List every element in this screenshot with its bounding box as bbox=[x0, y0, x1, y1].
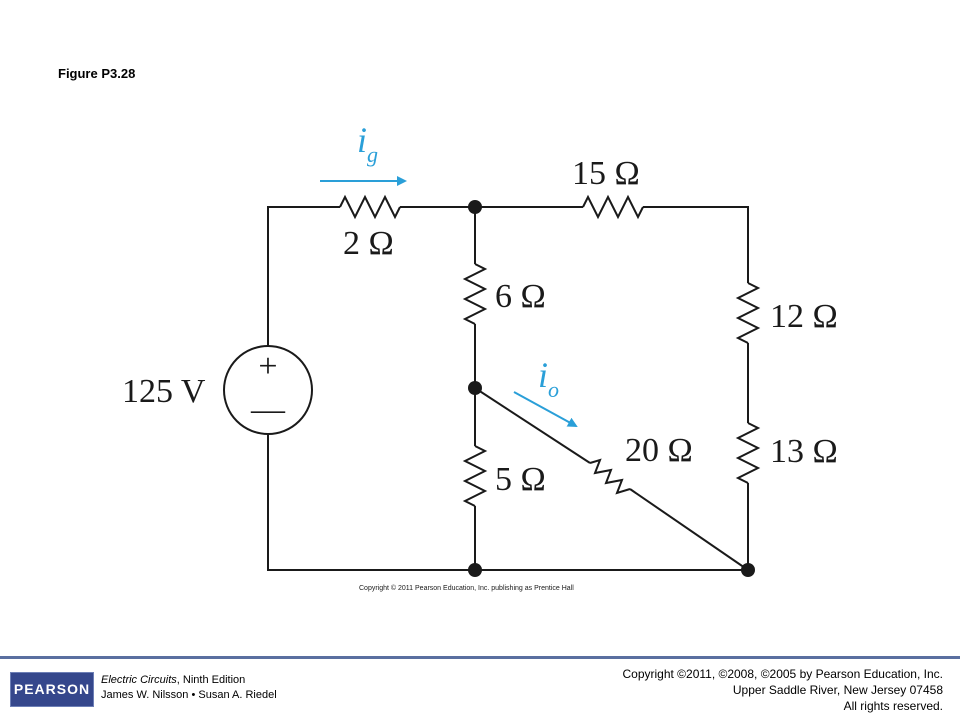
wire-diagonal-upper bbox=[474, 387, 591, 464]
image-copyright: Copyright © 2011 Pearson Education, Inc.… bbox=[359, 584, 574, 592]
copyright-info: Copyright ©2011, ©2008, ©2005 by Pearson… bbox=[622, 666, 943, 714]
wire-bottom bbox=[267, 434, 748, 571]
resistor-2-ohm-label: 2 Ω bbox=[343, 225, 394, 262]
book-edition: , Ninth Edition bbox=[176, 674, 246, 686]
wire-top-left bbox=[267, 206, 340, 346]
io-subscript: o bbox=[548, 377, 559, 402]
book-title: Electric Circuits bbox=[101, 674, 177, 686]
resistor-5-ohm-label: 5 Ω bbox=[495, 461, 546, 498]
node-bottom-right bbox=[741, 563, 755, 577]
resistor-13-ohm-label: 13 Ω bbox=[770, 433, 838, 470]
wire-top-right bbox=[643, 206, 749, 283]
copyright-line-3: All rights reserved. bbox=[843, 699, 943, 713]
resistor-20-ohm bbox=[589, 458, 631, 495]
source-plus-sign: + bbox=[258, 348, 277, 385]
copyright-line-2: Upper Saddle River, New Jersey 07458 bbox=[732, 683, 943, 697]
resistor-6-ohm-label: 6 Ω bbox=[495, 278, 546, 315]
book-info: Electric Circuits, Ninth Edition James W… bbox=[101, 673, 277, 703]
resistor-6-ohm bbox=[462, 263, 488, 325]
resistor-15-ohm-label: 15 Ω bbox=[572, 155, 640, 192]
circuit-diagram: + — ig io 125 V 2 Ω 15 Ω 6 Ω 12 Ω 5 Ω 20… bbox=[122, 120, 838, 592]
source-voltage-label: 125 V bbox=[122, 373, 206, 410]
pearson-logo: PEARSON bbox=[10, 672, 94, 707]
resistor-12-ohm bbox=[735, 282, 761, 344]
source-minus-sign: — bbox=[250, 391, 286, 428]
resistor-5-ohm bbox=[462, 445, 488, 507]
resistor-15-ohm bbox=[582, 194, 644, 220]
voltage-source bbox=[223, 345, 313, 435]
figure-title: Figure P3.28 bbox=[58, 66, 136, 81]
node-bottom-center bbox=[468, 563, 482, 577]
copyright-line-1: Copyright ©2011, ©2008, ©2005 by Pearson… bbox=[622, 667, 943, 681]
wire-diagonal-lower bbox=[629, 488, 749, 571]
resistor-13-ohm bbox=[735, 422, 761, 484]
resistor-20-ohm-label: 20 Ω bbox=[625, 432, 693, 469]
io-symbol: i bbox=[538, 355, 548, 395]
resistor-2-ohm bbox=[339, 194, 401, 220]
ig-subscript: g bbox=[367, 142, 378, 167]
node-top bbox=[468, 200, 482, 214]
ig-label: ig bbox=[357, 120, 378, 167]
ig-symbol: i bbox=[357, 120, 367, 160]
node-middle bbox=[468, 381, 482, 395]
book-authors: James W. Nilsson • Susan A. Riedel bbox=[101, 689, 277, 701]
book-title-line: Electric Circuits, Ninth Edition bbox=[101, 673, 277, 688]
io-label: io bbox=[538, 355, 559, 402]
footer-rule bbox=[0, 656, 960, 659]
io-arrow bbox=[513, 391, 578, 427]
resistor-12-ohm-label: 12 Ω bbox=[770, 298, 838, 335]
